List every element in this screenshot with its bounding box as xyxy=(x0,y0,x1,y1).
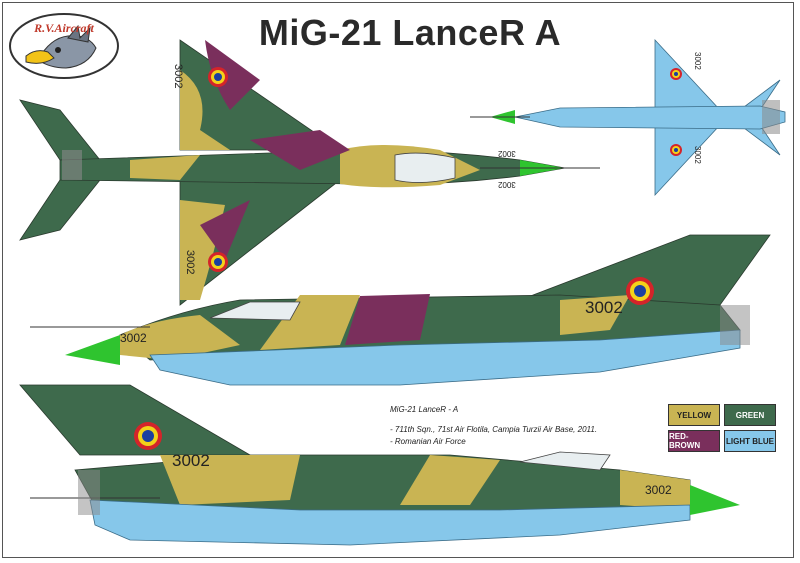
serial-left-tail: 3002 xyxy=(172,451,210,470)
aircraft-info: MiG-21 LanceR - A - 711th Sqn., 71st Air… xyxy=(390,405,620,449)
serial-left-nose: 3002 xyxy=(645,483,672,497)
info-operator: - Romanian Air Force xyxy=(390,437,466,446)
rv-aircraft-logo: R.V.Aircraft xyxy=(9,13,119,79)
serial-right-tail: 3002 xyxy=(585,298,623,317)
swatch-red-brown: RED-BROWN xyxy=(668,430,720,452)
page-title: MiG-21 LanceR A xyxy=(258,12,562,53)
sheet-frame xyxy=(2,2,794,558)
swatch-green: GREEN xyxy=(724,404,776,426)
info-unit: - 711th Sqn., 71st Air Flotila, Campia T… xyxy=(390,425,598,434)
swatch-yellow: YELLOW xyxy=(668,404,720,426)
swatch-light-blue: LIGHT BLUE xyxy=(724,430,776,452)
logo-text: R.V.Aircraft xyxy=(33,21,94,35)
serial-right-nose: 3002 xyxy=(120,331,147,345)
info-model: MiG-21 LanceR - A xyxy=(390,405,459,414)
